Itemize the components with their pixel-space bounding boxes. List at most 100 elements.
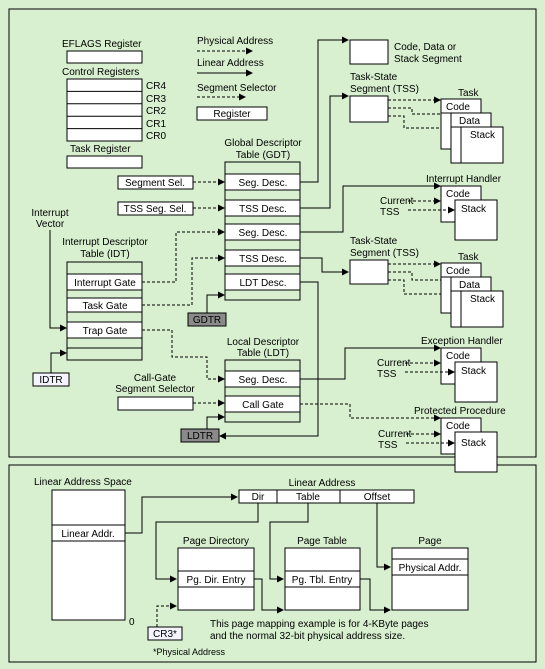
code-data-label-2: Stack Segment xyxy=(394,54,462,65)
page-size-note-2: and the normal 32-bit physical address s… xyxy=(210,631,405,642)
idt-title: Interrupt Descriptor xyxy=(62,237,148,248)
idt-entry-label: Trap Gate xyxy=(83,326,128,337)
call-gate-selector-box xyxy=(117,396,194,411)
task1-code-label: Code xyxy=(446,102,470,113)
current-tss-3b: TSS xyxy=(378,440,398,451)
exception-stack-label: Stack xyxy=(461,366,487,377)
registers-block: EFLAGS Register Control Registers CR4 CR… xyxy=(62,39,166,169)
exception-handler-label: Exception Handler xyxy=(421,336,503,347)
ldt-table xyxy=(224,359,301,423)
gdt-entry-label: TSS Desc. xyxy=(239,254,287,265)
control-registers-stack xyxy=(66,78,143,142)
current-tss-2b: TSS xyxy=(377,369,397,380)
idt-block: Interrupt Vector Interrupt Descriptor Ta… xyxy=(31,208,148,387)
task-register xyxy=(66,155,143,169)
page-directory-title: Page Directory xyxy=(183,536,249,547)
ldt-block: Local Descriptor Table (LDT) Seg. Desc. … xyxy=(115,281,319,443)
cr3-register xyxy=(147,626,183,641)
linear-address-title: Linear Address xyxy=(289,478,356,489)
task2-stack-label: Stack xyxy=(470,294,496,305)
current-tss-1b: TSS xyxy=(380,207,400,218)
idt-title-2: Table (IDT) xyxy=(80,249,129,260)
zero-label: 0 xyxy=(129,617,135,628)
ldt-entry-label: Call Gate xyxy=(242,400,284,411)
cr3-label: CR3* xyxy=(153,629,177,640)
protected-procedure-stack xyxy=(454,431,498,473)
tss2-title-2: Segment (TSS) xyxy=(350,248,419,259)
linear-address-fields xyxy=(238,489,415,504)
field-dir: Dir xyxy=(252,492,265,503)
interrupt-stack-label: Stack xyxy=(461,204,487,215)
idt-entry-label: Task Gate xyxy=(82,301,127,312)
protected-procedure-label: Protected Procedure xyxy=(414,406,506,417)
idtr-label: IDTR xyxy=(39,375,62,386)
eflags-label: EFLAGS Register xyxy=(62,39,142,50)
task2-stack xyxy=(460,290,504,328)
ldtr-label: LDTR xyxy=(187,431,213,442)
task1-stack xyxy=(460,126,504,164)
call-gate-selector-label-2: Segment Selector xyxy=(115,384,195,395)
legend-register: Register xyxy=(213,109,251,120)
task2-label: Task xyxy=(458,252,480,263)
legend-segment-selector: Segment Selector xyxy=(197,83,277,94)
interrupt-vector-label-2: Vector xyxy=(36,219,65,230)
tss1-title-2: Segment (TSS) xyxy=(350,84,419,95)
procedure-stack-label: Stack xyxy=(461,438,487,449)
task1-label: Task xyxy=(458,88,480,99)
ldt-title: Local Descriptor xyxy=(227,337,300,348)
segment-sel-label: Segment Sel. xyxy=(125,178,185,189)
interrupt-code-label: Code xyxy=(446,189,470,200)
idt-entry-label: Interrupt Gate xyxy=(74,278,136,289)
ldt-title-2: Table (LDT) xyxy=(237,348,289,359)
gdt-block: Global Descriptor Table (GDT) Seg. Desc.… xyxy=(187,138,302,327)
interrupt-vector-label: Interrupt xyxy=(31,208,68,219)
legend: Physical Address Linear Address Segment … xyxy=(196,36,277,121)
linear-address-space-label: Linear Address Space xyxy=(34,477,132,488)
task2-code-label: Code xyxy=(446,266,470,277)
task2-data-label: Data xyxy=(459,280,481,291)
control-registers-label: Control Registers xyxy=(62,67,139,78)
gdt-entry-label: Seg. Desc. xyxy=(239,178,288,189)
code-data-label: Code, Data or xyxy=(394,42,457,53)
legend-linear-address: Linear Address xyxy=(197,58,264,69)
field-table: Table xyxy=(296,492,320,503)
eflags-register xyxy=(66,50,143,64)
legend-physical-address: Physical Address xyxy=(197,36,273,47)
task-register-label: Task Register xyxy=(70,144,131,155)
cr0-label: CR0 xyxy=(146,131,166,142)
interrupt-handler-label: Interrupt Handler xyxy=(426,174,502,185)
ldt-entry-label: Seg. Desc. xyxy=(239,375,288,386)
task1-data-label: Data xyxy=(459,116,481,127)
current-tss-2: Current xyxy=(377,358,411,369)
gdt-title-2: Table (GDT) xyxy=(236,150,290,161)
procedure-code-label: Code xyxy=(446,421,470,432)
gdt-entry-label: LDT Desc. xyxy=(239,278,286,289)
code-data-stack-segment xyxy=(349,39,389,65)
gdtr-label: GDTR xyxy=(193,315,221,326)
physical-addr-label: Physical Addr. xyxy=(399,563,462,574)
page xyxy=(391,547,469,611)
tss2-title: Task-State xyxy=(350,236,398,247)
task1-stack-label: Stack xyxy=(470,130,496,141)
call-gate-selector-label: Call-Gate xyxy=(134,373,177,384)
cr2-label: CR2 xyxy=(146,106,166,117)
gdt-entry-label: Seg. Desc. xyxy=(239,228,288,239)
field-offset: Offset xyxy=(364,492,391,503)
physical-address-footnote: *Physical Address xyxy=(153,647,226,657)
page-size-note: This page mapping example is for 4-KByte… xyxy=(210,619,428,630)
cr1-label: CR1 xyxy=(146,119,166,130)
tss1-title: Task-State xyxy=(350,72,398,83)
gdt-entry-label: TSS Desc. xyxy=(239,204,287,215)
pg-dir-entry-label: Pg. Dir. Entry xyxy=(187,575,246,586)
interrupt-handler-stack xyxy=(454,199,498,241)
page-title: Page xyxy=(418,536,442,547)
paging-block: Linear Address Space Linear Addr. 0 Line… xyxy=(34,477,469,657)
exception-code-label: Code xyxy=(446,351,470,362)
tss2-box xyxy=(349,259,389,285)
linear-address-space xyxy=(51,489,126,621)
cr3-label: CR3 xyxy=(146,94,166,105)
current-tss-3: Current xyxy=(378,429,412,440)
cr4-label: CR4 xyxy=(146,81,166,92)
tss1-box xyxy=(349,95,389,123)
